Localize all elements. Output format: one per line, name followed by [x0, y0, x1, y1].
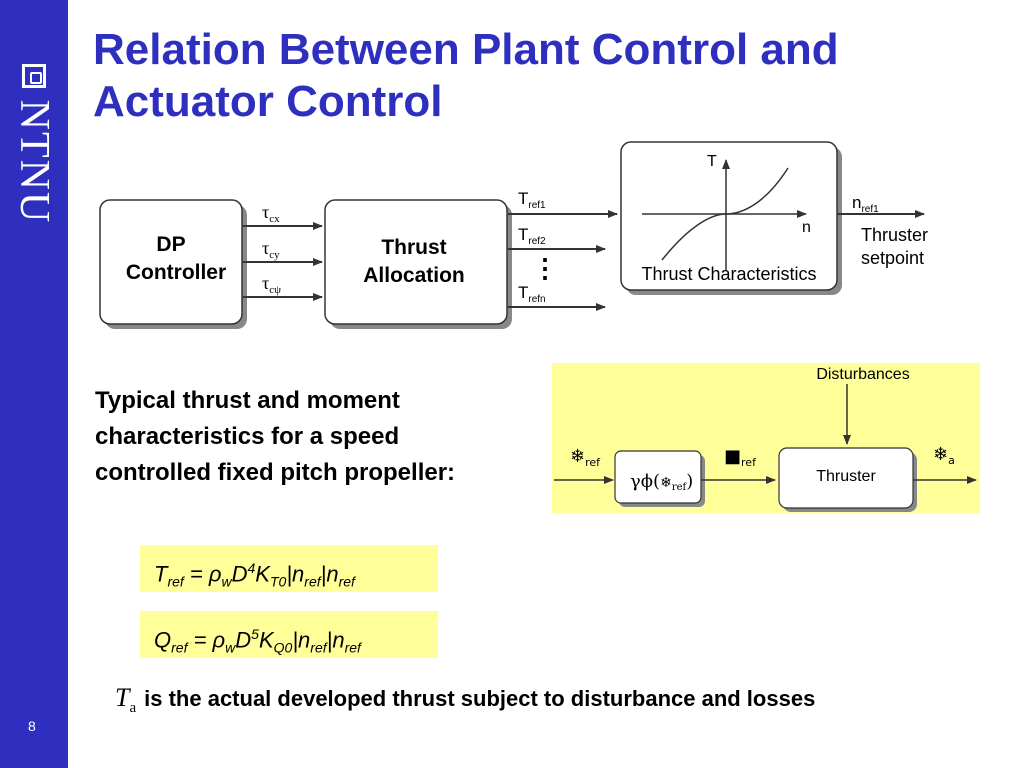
dp-controller-label-line2: Controller — [126, 261, 226, 284]
description-text: Typical thrust and moment characteristic… — [95, 387, 456, 486]
footer-note: Ta is the actual developed thrust subject… — [115, 683, 815, 717]
thrust-allocation-label-line2: Allocation — [363, 264, 465, 287]
thrust-equation: Tref = ρwD4KT0|nref|nref — [140, 545, 438, 592]
ta-symbol: Ta — [115, 683, 137, 717]
thrust-characteristics-block: T n Thrust Characteristics — [620, 141, 842, 295]
disturbances-label: Disturbances — [816, 366, 909, 383]
output-symbol-label: ❄a — [933, 444, 955, 467]
gamma-phi-formula: γϕ(❄ref) — [630, 471, 693, 493]
tref2-label: Tref2 — [518, 225, 546, 247]
trefn-label: Trefn — [518, 283, 546, 305]
thrust-allocation-block: Thrust Allocation — [324, 199, 512, 329]
gamma-phi-block: γϕ(❄ref) — [614, 450, 705, 507]
thruster-label: Thruster — [816, 468, 876, 485]
page-number: 8 — [28, 718, 36, 734]
thruster-setpoint-line1: Thruster — [861, 225, 928, 245]
axis-n-label: n — [802, 219, 811, 236]
tau-cy-label: τcy — [262, 238, 280, 261]
mid-symbol-label: ■ref — [724, 446, 757, 469]
tref1-label: Tref1 — [518, 189, 546, 211]
ntnu-logo-icon — [22, 64, 46, 88]
dp-controller-block: DP Controller — [99, 199, 247, 329]
thrust-characteristics-label: Thrust Characteristics — [641, 264, 816, 284]
thruster-block: Thruster — [778, 447, 917, 512]
sidebar: NTNU 8 — [0, 0, 68, 768]
footer-text: is the actual developed thrust subject t… — [144, 686, 816, 711]
tau-cx-label: τcx — [262, 202, 280, 225]
thruster-setpoint-line2: setpoint — [861, 248, 924, 268]
thrust-allocation-label-line1: Thrust — [381, 236, 446, 259]
thrust-curve — [661, 167, 789, 261]
axis-t-label: T — [707, 153, 717, 170]
ellipsis-dots: ⋮ — [532, 253, 558, 283]
slide-title: Relation Between Plant Control and Actua… — [93, 25, 839, 126]
tau-cpsi-label: τcψ — [262, 273, 281, 296]
input-symbol-label: ❄ref — [570, 446, 601, 469]
nref1-label: nref1 — [852, 193, 879, 215]
dp-controller-label-line1: DP — [156, 233, 185, 256]
moment-equation: Qref = ρwD5KQ0|nref|nref — [140, 611, 438, 658]
